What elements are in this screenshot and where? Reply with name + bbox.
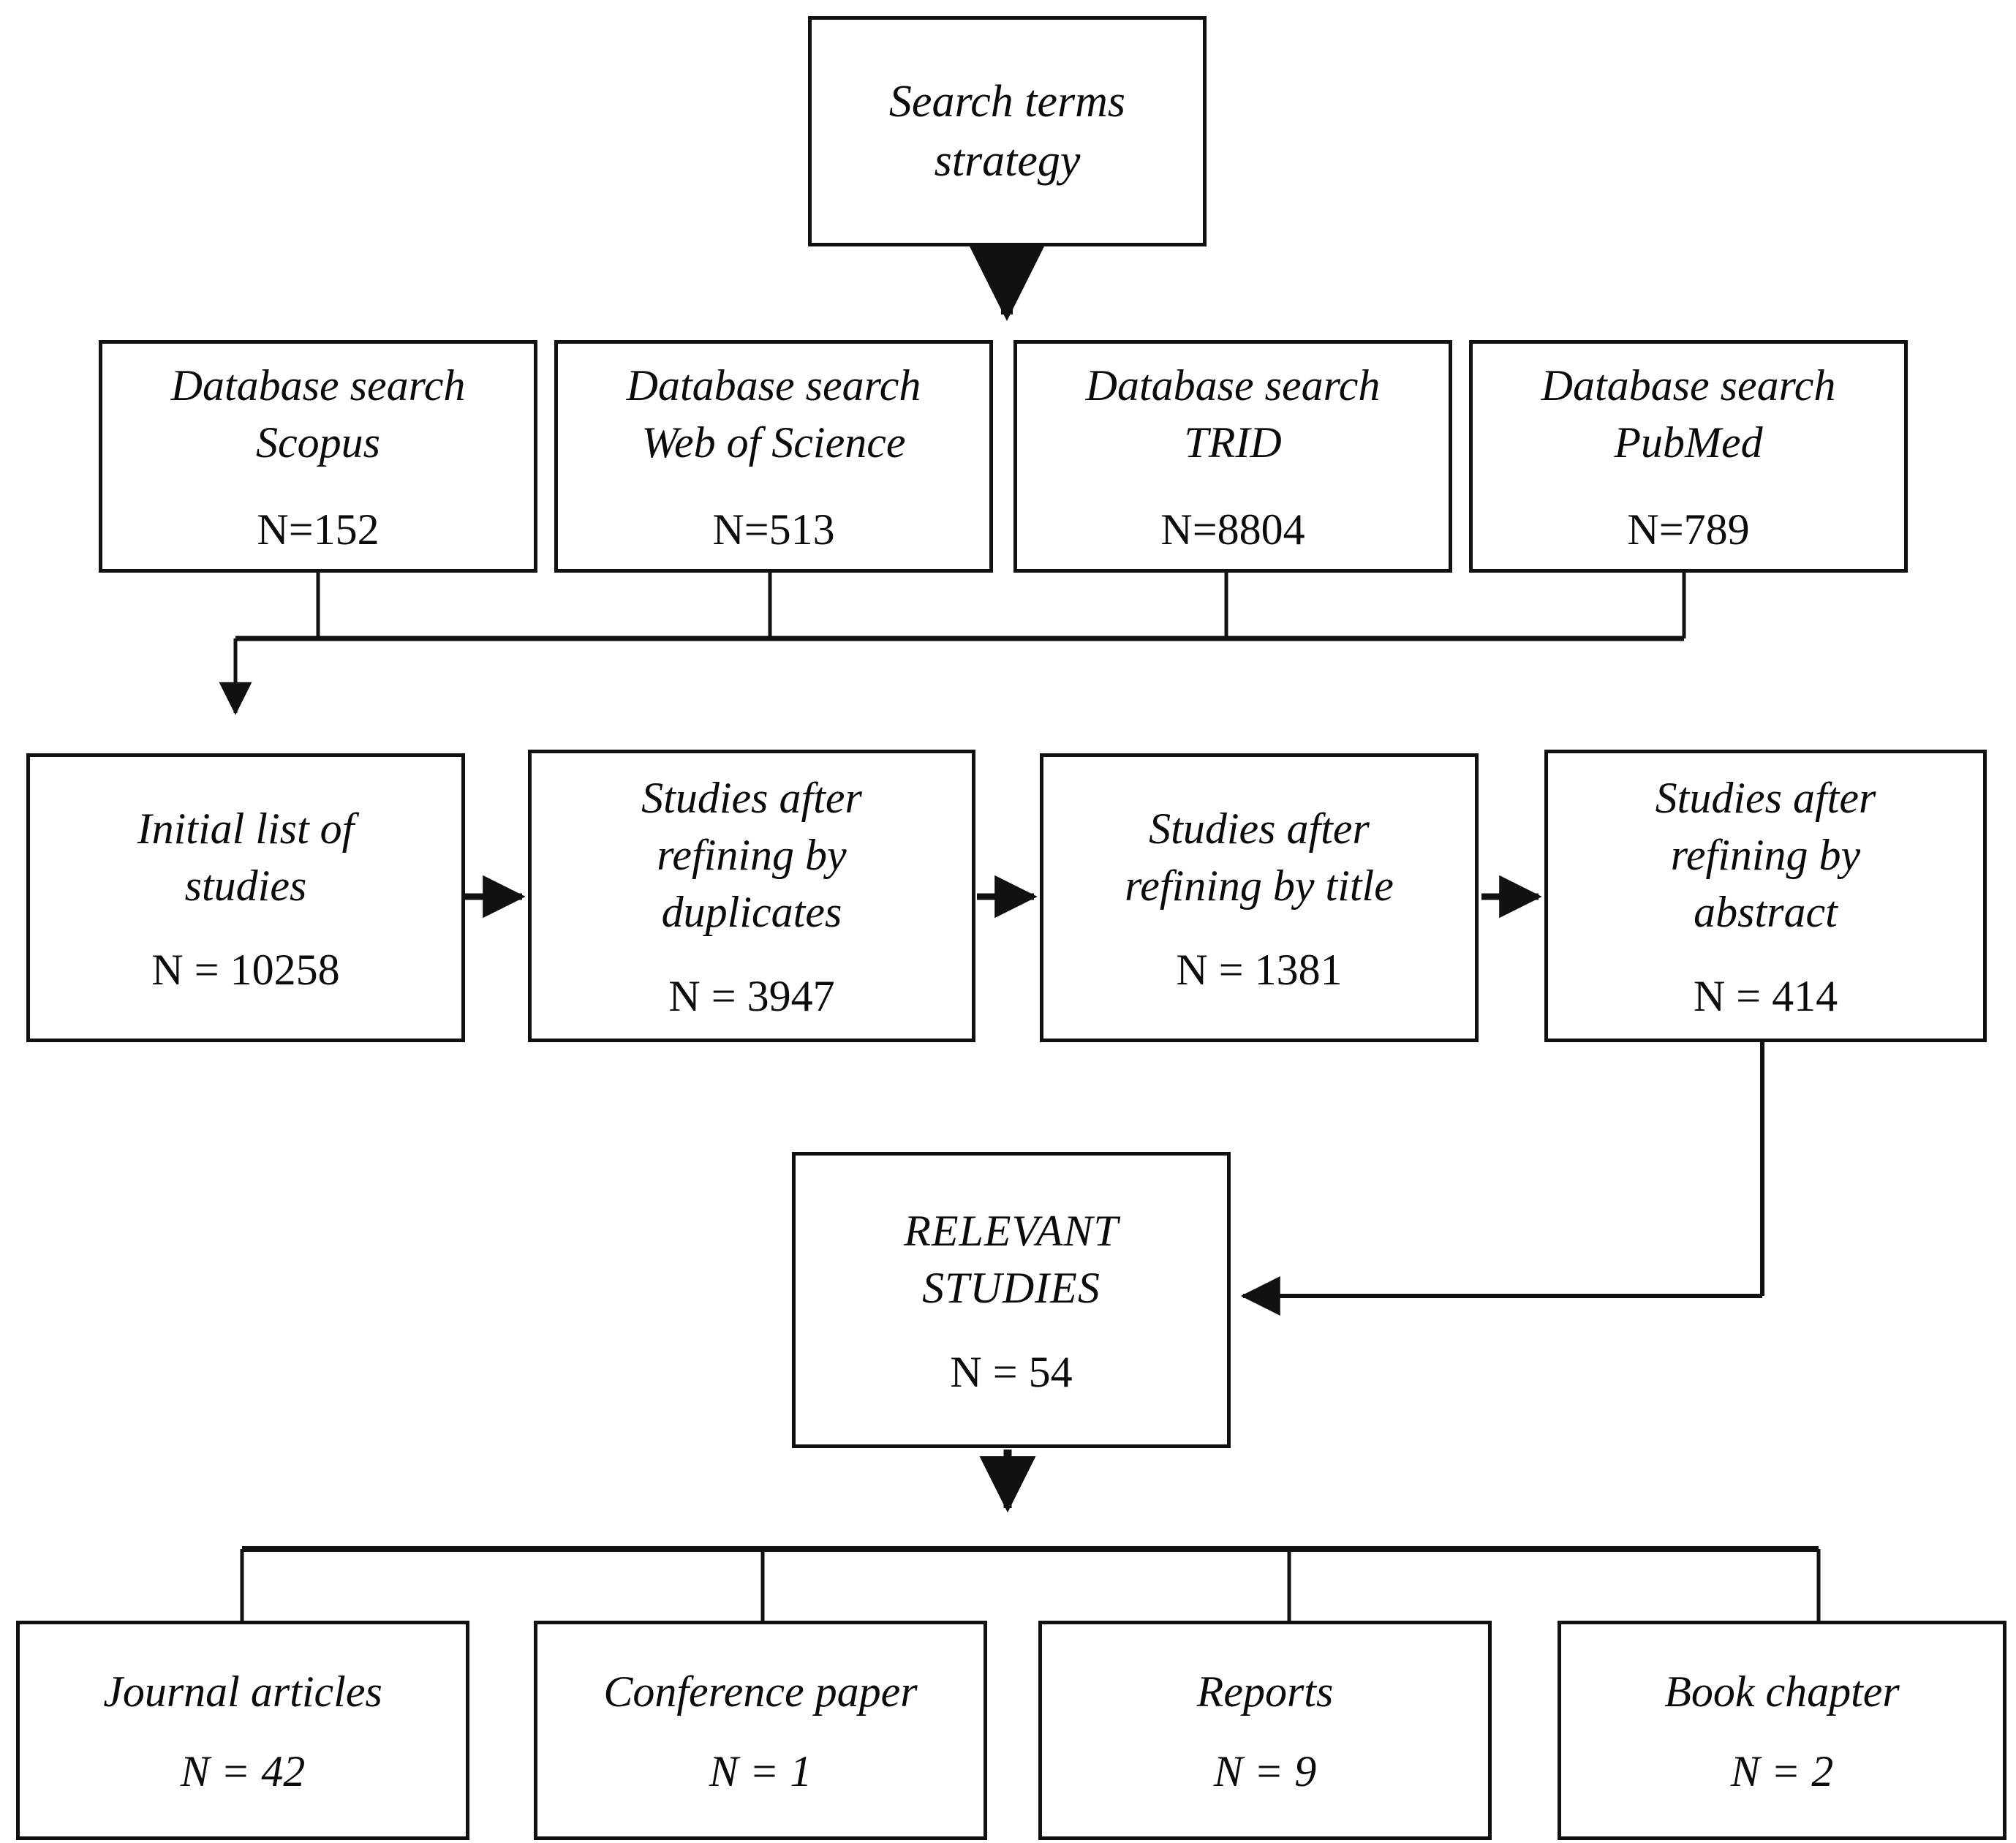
node-count: N = 42 [180,1747,306,1795]
node-label: Database search PubMed [1541,361,1836,467]
node-label: Studies after refining by duplicates [641,774,862,936]
node-relevant-studies: RELEVANT STUDIES N = 54 [792,1152,1231,1448]
node-database-web-of-science: Database search Web of Science N=513 [554,340,993,573]
node-database-pubmed: Database search PubMed N=789 [1469,340,1908,573]
node-count: N=152 [257,505,380,554]
node-label: Database search Scopus [170,361,466,467]
node-database-scopus: Database search Scopus N=152 [99,340,537,573]
node-label: Reports [1196,1667,1334,1716]
node-studies-after-abstract: Studies after refining by abstract N = 4… [1544,750,1987,1042]
node-initial-list-of-studies: Initial list of studies N = 10258 [26,753,465,1042]
node-journal-articles: Journal articles N = 42 [16,1621,469,1840]
node-count: N = 9 [1213,1747,1317,1795]
node-label: Studies after refining by abstract [1655,774,1876,936]
node-count: N=8804 [1160,505,1305,554]
node-label: RELEVANT STUDIES [904,1206,1119,1312]
node-label: Book chapter [1664,1667,1900,1716]
node-database-trid: Database search TRID N=8804 [1013,340,1452,573]
node-count: N = 10258 [151,945,340,994]
edge-abstract-to-relevant [1240,1041,1764,1316]
node-label: Search terms strategy [888,76,1126,186]
node-label: Studies after refining by title [1125,804,1394,910]
node-label: Initial list of studies [137,804,355,910]
node-book-chapter: Book chapter N = 2 [1558,1621,2006,1840]
node-reports: Reports N = 9 [1038,1621,1492,1840]
node-label: Database search TRID [1085,361,1381,467]
node-count: N = 414 [1693,972,1838,1020]
edge-databases-merge-bus [219,572,1686,715]
node-studies-after-duplicates: Studies after refining by duplicates N =… [528,750,975,1042]
node-search-terms-strategy: Search terms strategy [808,16,1207,246]
node-label: Database search Web of Science [626,361,921,467]
node-count: N = 3947 [668,972,835,1020]
node-label: Journal articles [103,1667,382,1716]
node-count: N=789 [1627,505,1750,554]
node-conference-paper: Conference paper N = 1 [534,1621,987,1840]
node-count: N = 2 [1730,1747,1834,1795]
node-count: N=513 [712,505,835,554]
node-count: N = 1 [709,1747,812,1795]
edge-relevant-to-outputs [240,1450,1821,1621]
node-count: N = 1381 [1176,945,1343,994]
node-studies-after-title: Studies after refining by title N = 1381 [1040,753,1479,1042]
node-count: N = 54 [950,1347,1073,1396]
node-label: Conference paper [603,1667,918,1716]
